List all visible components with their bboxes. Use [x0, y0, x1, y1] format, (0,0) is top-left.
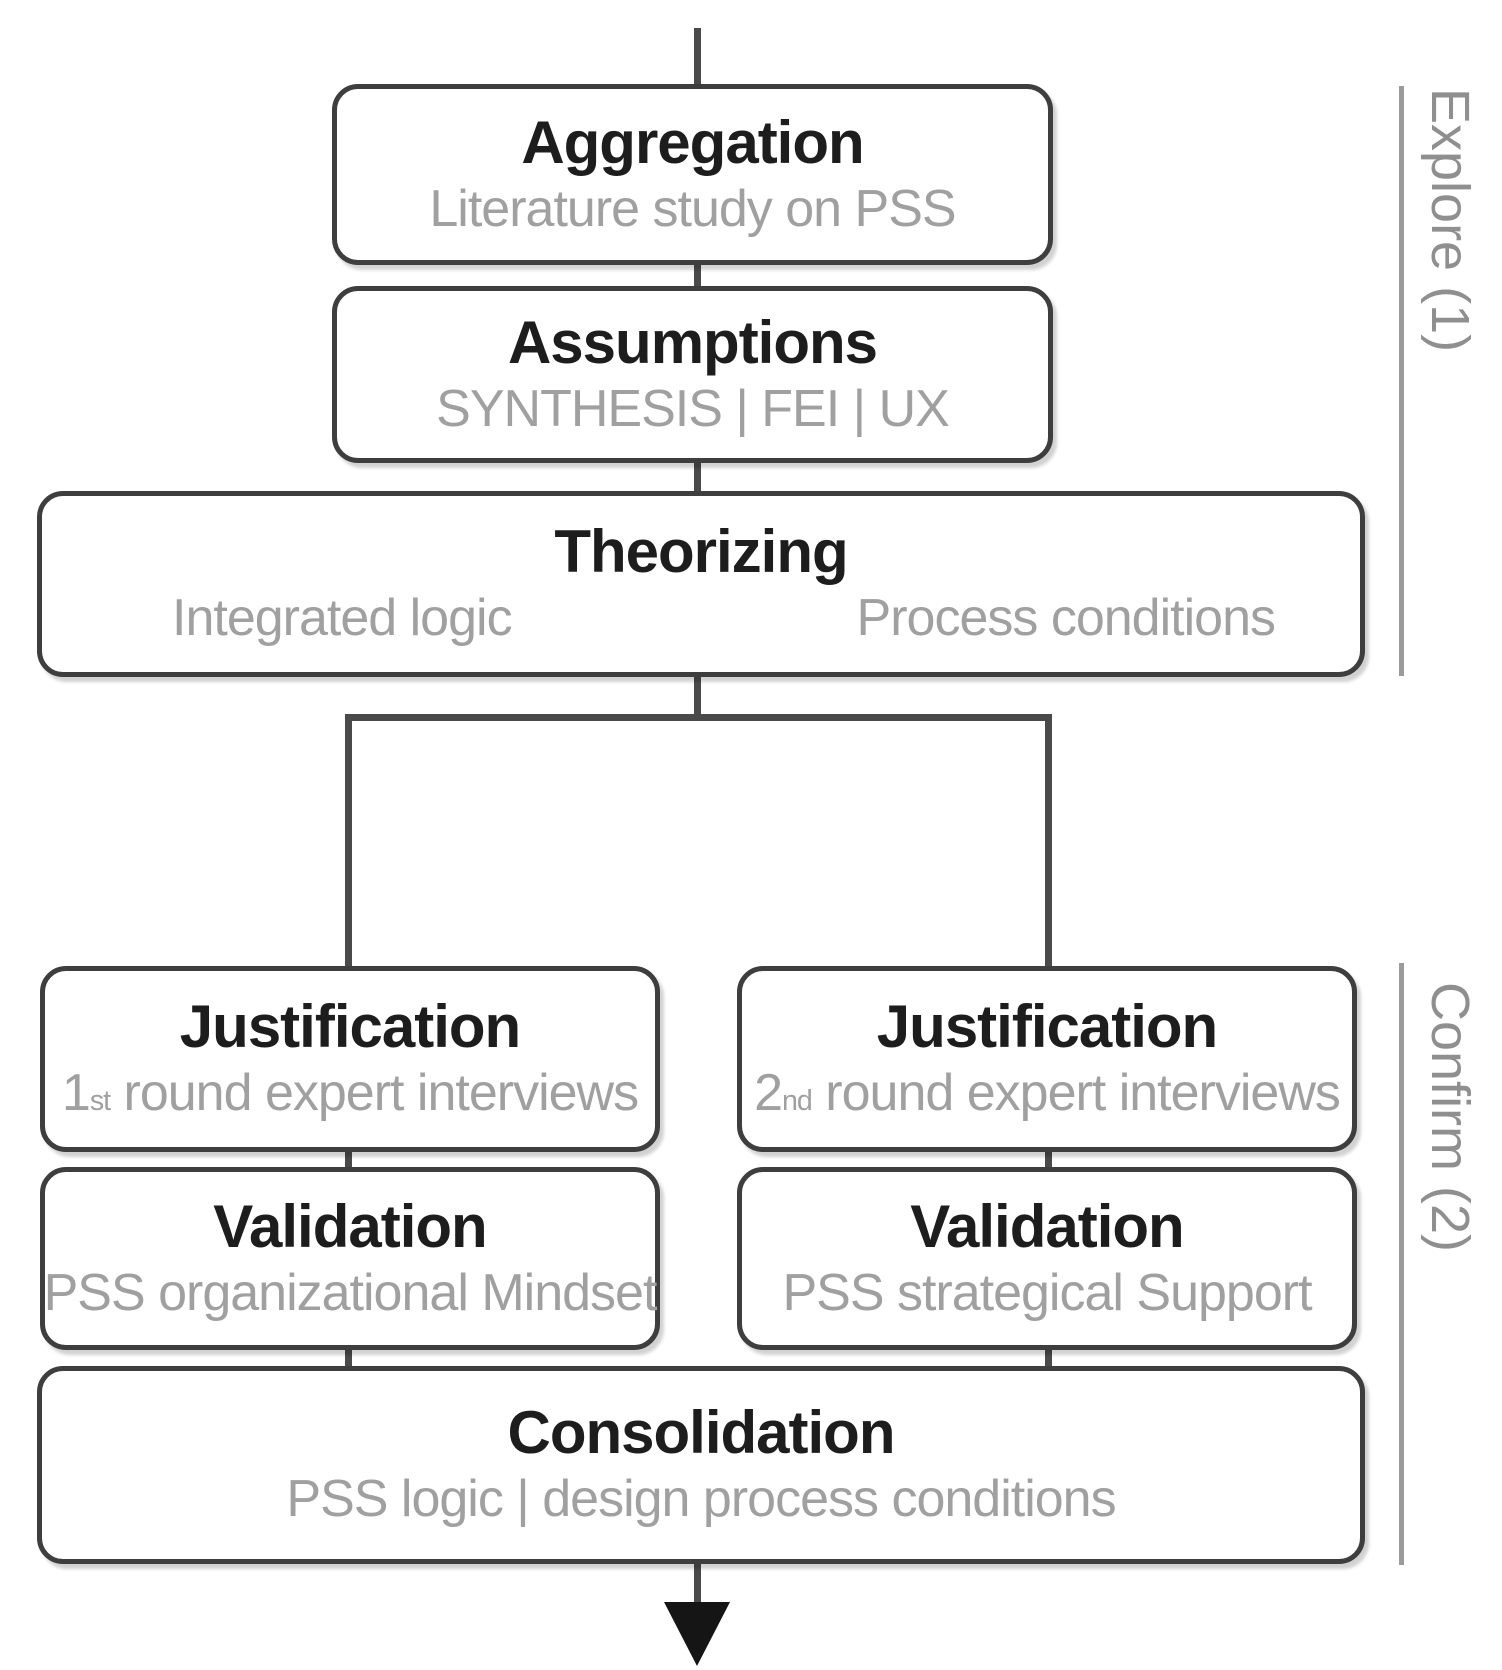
assumptions-title: Assumptions: [507, 308, 878, 376]
connector-top-inflow: [694, 28, 701, 86]
connector-consolidation-outflow: [694, 1560, 701, 1610]
validation-1-subtitle: PSS organizational Mindset: [43, 1263, 658, 1322]
connector-aggregation-assumptions: [694, 263, 701, 289]
aggregation-subtitle: Literature study on PSS: [429, 179, 956, 238]
connector-justification1-validation1: [345, 1148, 352, 1172]
consolidation-title: Consolidation: [507, 1399, 896, 1466]
validation-1-title: Validation: [213, 1192, 487, 1260]
theorizing-subtitle-left: Integrated logic: [172, 589, 513, 647]
theorizing-title: Theorizing: [554, 518, 848, 585]
confirm-bracket-line: [1399, 963, 1404, 1565]
justification-2-box: Justification 2nd round expert interview…: [737, 966, 1357, 1152]
validation-2-title: Validation: [910, 1192, 1184, 1260]
branch-right-vertical-line: [1045, 714, 1052, 969]
consolidation-subtitle: PSS logic | design process conditions: [286, 1470, 1116, 1528]
aggregation-box: Aggregation Literature study on PSS: [332, 84, 1053, 265]
confirm-phase-label: Confirm (2): [1420, 982, 1480, 1253]
explore-bracket-line: [1399, 86, 1404, 676]
assumptions-subtitle: SYNTHESIS | FEI | UX: [436, 379, 950, 438]
justification-1-title: Justification: [179, 993, 521, 1060]
justification-1-subtitle: 1st round expert interviews: [61, 1064, 639, 1122]
connector-validation2-consolidation: [1045, 1346, 1052, 1371]
validation-2-box: Validation PSS strategical Support: [737, 1167, 1357, 1350]
aggregation-title: Aggregation: [521, 108, 864, 176]
assumptions-box: Assumptions SYNTHESIS | FEI | UX: [332, 286, 1053, 463]
justification-1-box: Justification 1st round expert interview…: [40, 966, 660, 1152]
theorizing-subtitle-right: Process conditions: [856, 589, 1276, 647]
branch-left-vertical-line: [345, 714, 352, 969]
connector-theorizing-branch: [694, 674, 701, 720]
down-arrow-icon: [664, 1602, 730, 1666]
branch-horizontal-line: [345, 714, 1052, 721]
justification-2-title: Justification: [876, 993, 1218, 1060]
justification-2-subtitle: 2nd round expert interviews: [754, 1064, 1341, 1122]
validation-2-subtitle: PSS strategical Support: [782, 1263, 1312, 1322]
theorizing-box: Theorizing Integrated logic Process cond…: [37, 491, 1365, 677]
validation-1-box: Validation PSS organizational Mindset: [40, 1167, 660, 1350]
explore-phase-label: Explore (1): [1420, 88, 1480, 353]
consolidation-box: Consolidation PSS logic | design process…: [37, 1366, 1365, 1564]
connector-assumptions-theorizing: [694, 460, 701, 494]
connector-validation1-consolidation: [345, 1346, 352, 1371]
connector-justification2-validation2: [1045, 1148, 1052, 1172]
